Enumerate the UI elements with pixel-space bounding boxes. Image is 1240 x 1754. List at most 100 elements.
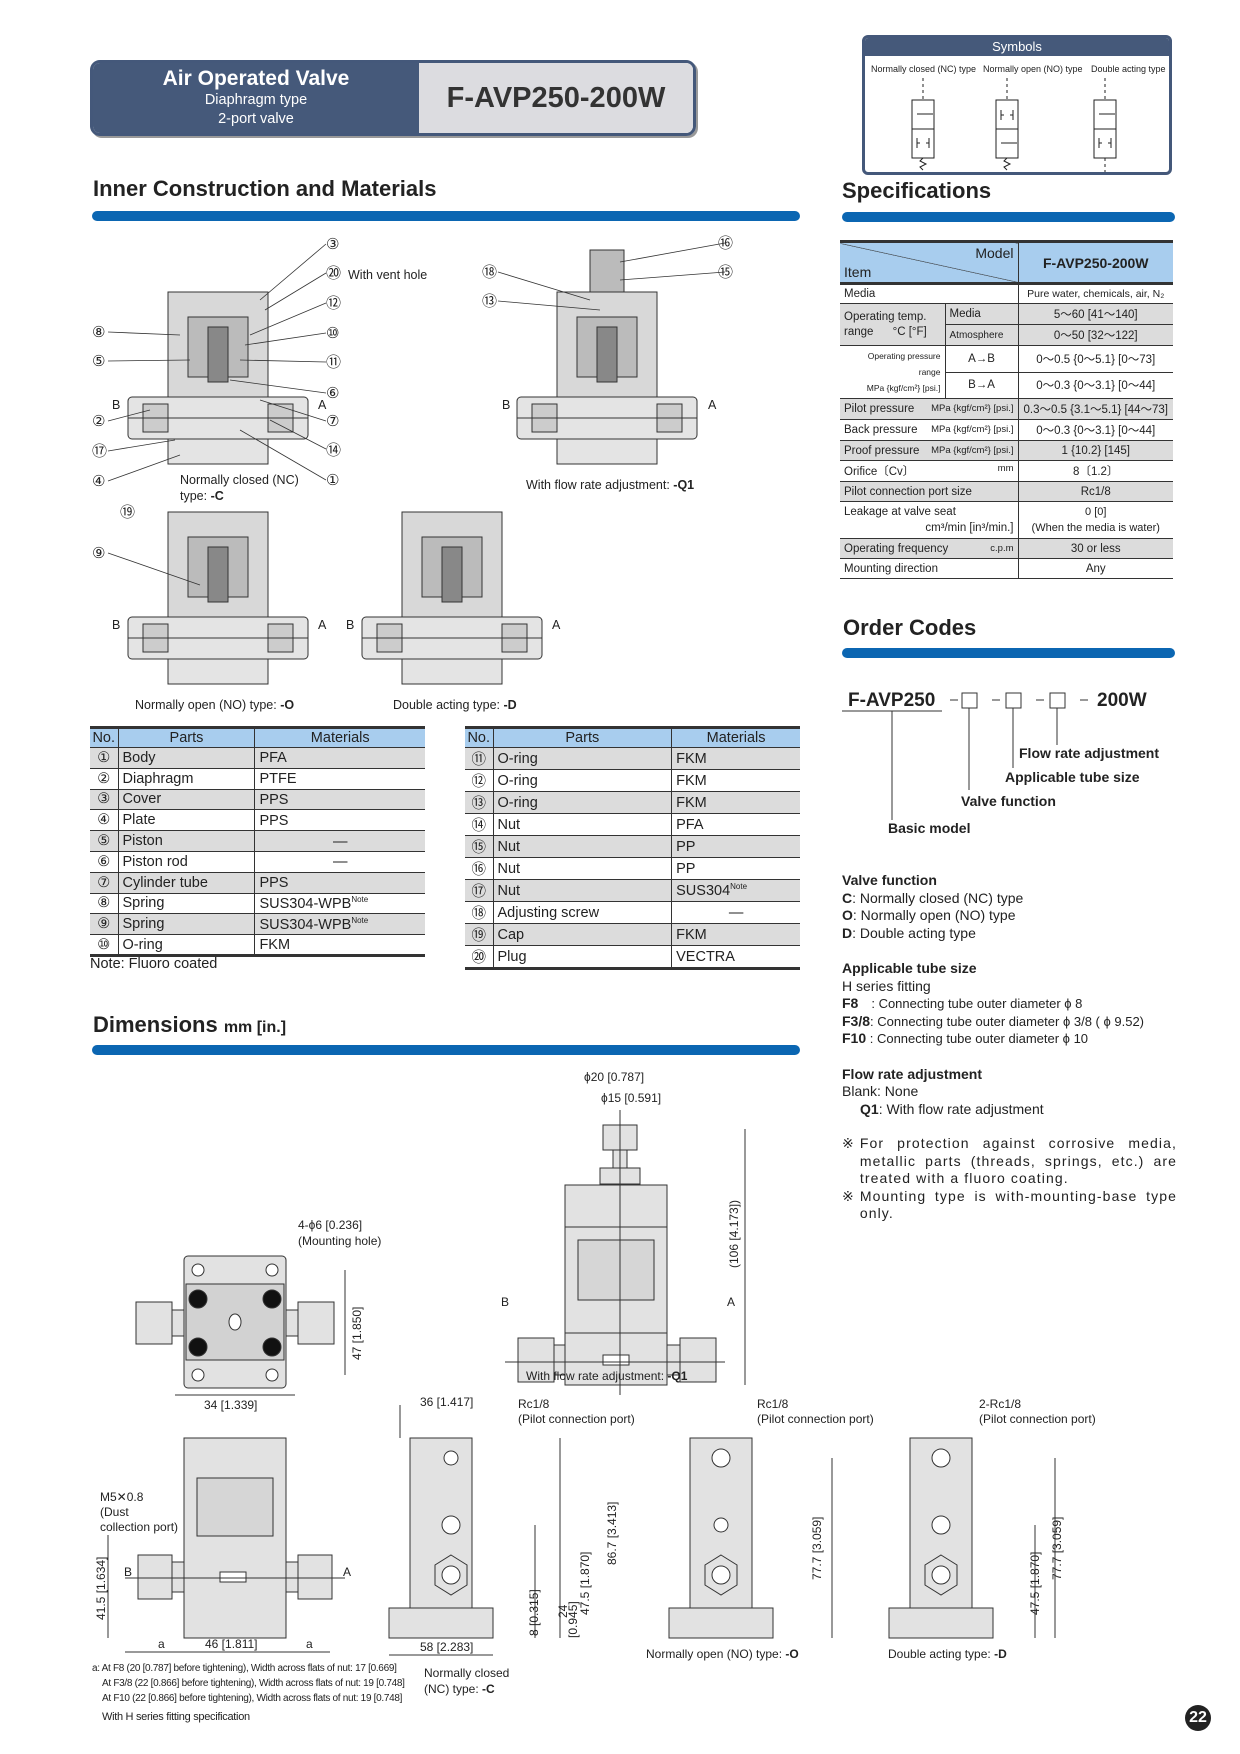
- q1-section-drawing: [516, 249, 698, 465]
- dim-pilot: (Pilot connection port): [518, 1412, 635, 1426]
- port-a-label: A: [552, 618, 561, 632]
- dim-phi15: ϕ15 [0.591]: [601, 1091, 662, 1105]
- svg-text:③: ③: [326, 235, 339, 253]
- valve-function-option: D: Double acting type: [842, 924, 976, 941]
- order-label-tube: Applicable tube size: [1005, 769, 1140, 785]
- section-divider: [842, 212, 1175, 222]
- order-suffix: 200W: [1097, 690, 1147, 711]
- order-code-diagram: [842, 692, 1088, 820]
- part-name: Cover: [117, 789, 255, 811]
- part-name: Nut: [492, 857, 672, 880]
- dim-a: a: [306, 1637, 313, 1651]
- dim-phi20: ϕ20 [0.787]: [584, 1070, 645, 1084]
- port-b-label: B: [112, 618, 121, 632]
- section-divider: [92, 1045, 800, 1055]
- part-material: PFA: [671, 813, 800, 836]
- part-name: O-ring: [492, 747, 672, 770]
- dim-mount-hole: 4-ϕ6 [0.236]: [298, 1218, 363, 1232]
- order-label-valve: Valve function: [961, 793, 1056, 809]
- col-materials: Materials: [671, 726, 800, 748]
- part-no: ⑱: [465, 901, 493, 924]
- section-divider: [842, 648, 1175, 658]
- dimension-footnote: a: At F8 (20 [0.787] before tightening),…: [92, 1663, 405, 1723]
- part-name: O-ring: [117, 934, 255, 957]
- symbols-box: Symbols Normally closed (NC) type Normal…: [862, 35, 1172, 175]
- dim-36: 36 [1.417]: [420, 1395, 474, 1409]
- vent-hole-label: With vent hole: [348, 268, 428, 282]
- part-material: —: [254, 851, 425, 873]
- tube-size-option: F3/8: Connecting tube outer diameter ϕ 3…: [842, 1012, 1145, 1029]
- part-name: Nut: [492, 813, 672, 836]
- part-no: ⑬: [465, 791, 493, 814]
- da-side-view-drawing: [888, 1437, 1056, 1639]
- svg-text:⑲: ⑲: [120, 503, 135, 521]
- page-number: 22: [1185, 1705, 1211, 1731]
- dim-rc: Rc1/8: [757, 1397, 789, 1411]
- dim-106: (106 [4.173]): [727, 1199, 741, 1268]
- part-material: FKM: [671, 747, 800, 770]
- svg-text:②: ②: [92, 412, 105, 430]
- port-b-label: B: [346, 618, 355, 632]
- part-no: ⑰: [465, 879, 493, 902]
- part-material: VECTRA: [671, 945, 800, 970]
- part-no: ⑨: [90, 913, 118, 936]
- nc-dim-caption: Normally closed(NC) type: -C: [424, 1666, 510, 1696]
- section-title-order-codes: Order Codes: [843, 615, 977, 640]
- part-name: Diaphragm: [117, 768, 255, 790]
- svg-text:⑯: ⑯: [718, 234, 733, 252]
- section-title-dimensions: Dimensions mm [in.]: [93, 1012, 287, 1037]
- order-details: Valve function C: Normally closed (NC) t…: [842, 872, 1177, 1221]
- spec-label: Operating temp.range °C [°F]: [840, 303, 945, 346]
- q1-front-view-drawing: [505, 1110, 746, 1395]
- spec-value: Any: [1017, 558, 1173, 579]
- spec-value: Rc1/8: [1017, 481, 1173, 502]
- port-b-label: B: [501, 1295, 510, 1309]
- part-material: FKM: [671, 791, 800, 814]
- part-no: ⑫: [465, 769, 493, 792]
- da-caption: Double acting type: -D: [393, 698, 517, 712]
- spec-label: Orifice〔Cv〕mm: [840, 460, 1018, 482]
- dim-0-945: [0.945]: [566, 1601, 580, 1638]
- spec-sublabel: A→B: [944, 345, 1018, 373]
- no-side-view-drawing: [668, 1437, 833, 1639]
- part-material: SUS304Note: [671, 879, 800, 902]
- order-base-model: F-AVP250: [848, 690, 936, 711]
- part-material: PPS: [254, 789, 425, 811]
- dim-47-5: 47.5 [1.870]: [578, 1551, 592, 1615]
- part-no: ⑯: [465, 857, 493, 880]
- spec-value: 0～50 [32～122]: [1017, 324, 1173, 346]
- part-material: PFA: [254, 747, 425, 769]
- spec-value: 1 {10.2} [145]: [1017, 440, 1173, 461]
- dim-77-7: 77.7 [3.059]: [810, 1516, 824, 1580]
- port-b-label: B: [112, 398, 121, 412]
- part-name: Piston: [117, 830, 255, 852]
- note-text: For protection against corrosive media, …: [859, 1135, 1177, 1186]
- model-name: F-AVP250-200W: [419, 63, 693, 133]
- top-view-drawing: [135, 1255, 346, 1396]
- svg-text:⑳: ⑳: [326, 264, 341, 282]
- part-material: PPS: [254, 872, 425, 894]
- part-material: SUS304-WPBNote: [254, 913, 425, 936]
- part-no: ⑦: [90, 872, 118, 894]
- spec-value: 0.3～0.5 {3.1～5.1} [44～73]: [1017, 398, 1173, 420]
- dim-a: a: [158, 1637, 165, 1651]
- spec-value: 5～60 [41～140]: [1017, 303, 1173, 325]
- port-b-label: B: [502, 398, 511, 412]
- part-material: PTFE: [254, 768, 425, 790]
